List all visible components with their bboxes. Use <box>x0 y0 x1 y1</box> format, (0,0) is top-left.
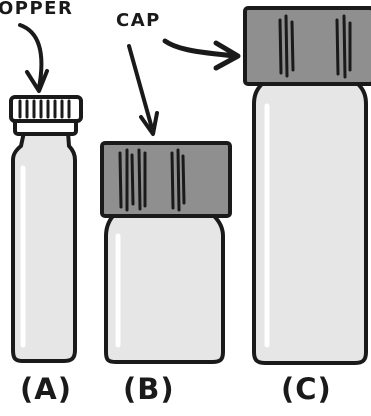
vial-b-label: (B) <box>123 372 175 406</box>
cap-arrow-c <box>162 38 241 71</box>
vial-b <box>100 141 232 364</box>
vial-c <box>243 6 371 365</box>
cap-label: CAP <box>116 10 161 31</box>
vial-b-cap-grip-lines <box>118 148 186 212</box>
vial-c-body <box>252 82 368 365</box>
vial-a-label: (A) <box>20 372 72 406</box>
vial-b-body <box>104 214 225 364</box>
stopper-arrow <box>18 23 49 93</box>
vial-c-label: (C) <box>281 372 332 406</box>
stopper-ridges <box>18 99 71 119</box>
vial-c-cap-grip-lines <box>278 14 352 79</box>
vial-c-cap <box>243 6 371 86</box>
vial-a <box>9 95 83 363</box>
cap-arrow-b <box>127 44 159 136</box>
stopper-label: OPPER <box>0 0 74 19</box>
vial-a-body <box>11 130 77 363</box>
